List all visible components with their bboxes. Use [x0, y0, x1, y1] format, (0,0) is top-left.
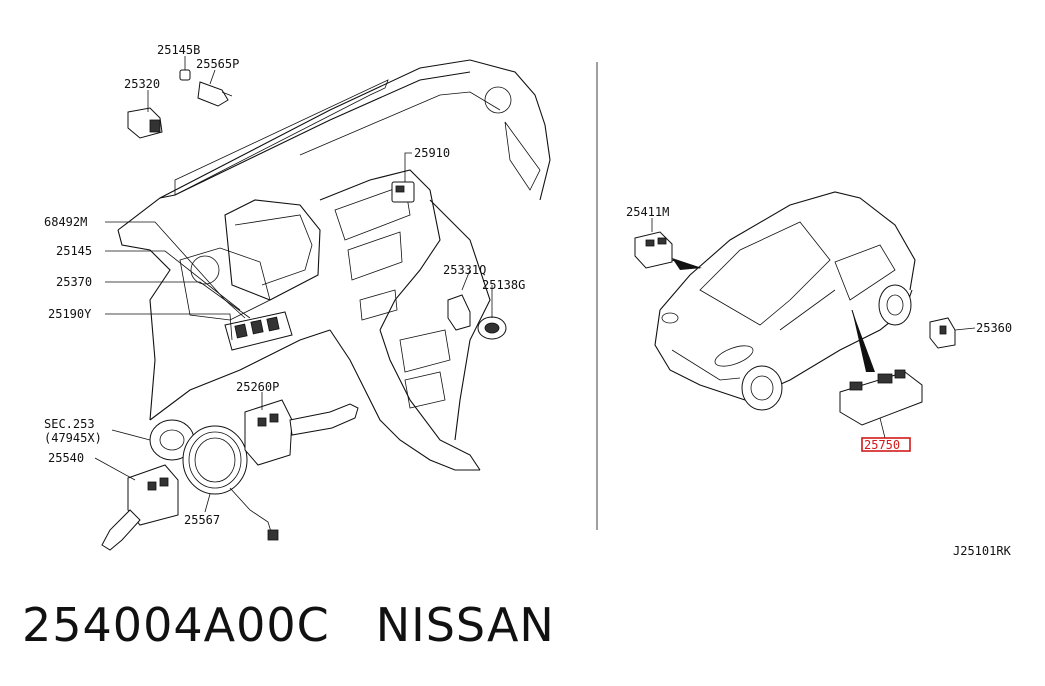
leader-lines [94, 56, 976, 513]
label-25320: 25320 [124, 77, 160, 91]
label-25540: 25540 [48, 451, 84, 465]
label-25567: 25567 [184, 513, 220, 527]
dashboard-drawing [117, 59, 551, 471]
part-labels: 25145B 25565P 25320 25910 68492M 25145 2… [44, 43, 1012, 558]
stop-lamp-switch-parts [127, 69, 233, 139]
label-25331Q: 25331Q [443, 263, 486, 277]
label-25910: 25910 [414, 146, 450, 160]
label-25360: 25360 [976, 321, 1012, 335]
combination-switch-parts [101, 399, 359, 551]
right-side-parts [634, 231, 956, 426]
part-number: 254004A00C [22, 598, 330, 652]
label-25190Y: 25190Y [48, 307, 92, 321]
caption: 254004A00C NISSAN [22, 598, 601, 652]
label-68492M: 68492M [44, 215, 87, 229]
label-25750: 25750 [864, 438, 900, 452]
label-25370: 25370 [56, 275, 92, 289]
label-25565P: 25565P [196, 57, 239, 71]
label-47945X: (47945X) [44, 431, 102, 445]
reference-code: J25101RK [953, 544, 1012, 558]
label-25145: 25145 [56, 244, 92, 258]
center-small-parts [447, 294, 507, 340]
label-25411M: 25411M [626, 205, 669, 219]
highlight-box [861, 437, 911, 452]
label-25260P: 25260P [236, 380, 279, 394]
car-drawing [654, 191, 916, 411]
brand-name: NISSAN [375, 598, 555, 652]
label-25138G: 25138G [482, 278, 525, 292]
label-25145B: 25145B [157, 43, 200, 57]
label-sec253: SEC.253 [44, 417, 95, 431]
